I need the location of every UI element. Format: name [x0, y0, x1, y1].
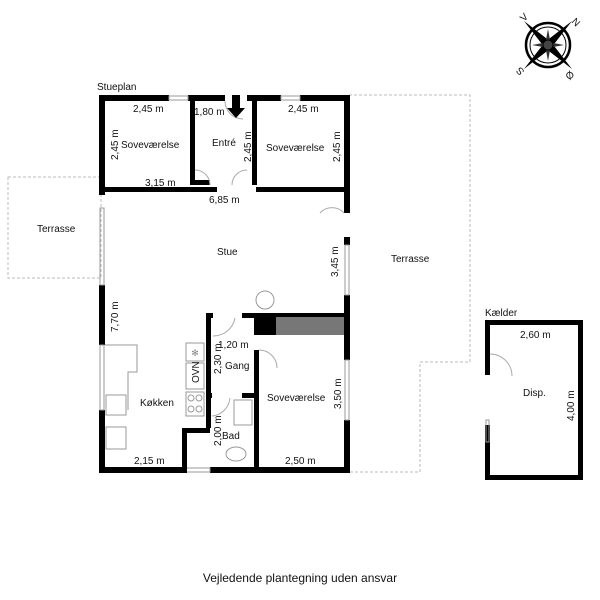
svg-text:6,85 m: 6,85 m — [209, 195, 240, 206]
room-kitchen: Køkken — [140, 398, 174, 409]
room-hall: Gang — [225, 361, 249, 372]
svg-text:2,45 m: 2,45 m — [133, 104, 164, 115]
svg-text:3,15 m: 3,15 m — [145, 178, 176, 189]
svg-text:7,70 m: 7,70 m — [110, 301, 121, 332]
fireplace-wall — [276, 317, 344, 335]
toilet-icon — [225, 446, 247, 462]
room-bedroom-nw: Soveværelse — [121, 140, 180, 151]
outer-walls — [99, 95, 350, 473]
room-terrace-w: Terrasse — [37, 224, 76, 235]
stove-icon — [185, 391, 205, 417]
svg-text:2,60 m: 2,60 m — [520, 330, 551, 341]
freezer-icon — [185, 342, 205, 362]
basement — [485, 320, 583, 480]
svg-text:1,20 m: 1,20 m — [218, 340, 249, 351]
svg-text:4,00 m: 4,00 m — [566, 390, 577, 421]
svg-text:✻: ✻ — [191, 348, 199, 358]
room-bedroom-ne: Soveværelse — [266, 143, 325, 154]
svg-text:2,15 m: 2,15 m — [134, 456, 165, 467]
entrance-arrow-icon — [227, 95, 245, 118]
caption: Vejledende plantegning uden ansvar — [202, 571, 398, 585]
svg-text:2,45 m: 2,45 m — [288, 104, 319, 115]
svg-text:2,50 m: 2,50 m — [285, 456, 316, 467]
svg-text:2,45 m: 2,45 m — [110, 129, 121, 160]
basement-label: Kælder — [485, 308, 518, 319]
doors — [194, 100, 345, 417]
svg-text:3,45 m: 3,45 m — [330, 246, 341, 277]
svg-text:2,00 m: 2,00 m — [213, 415, 224, 446]
room-bath: Bad — [222, 431, 240, 442]
svg-text:1,80 m: 1,80 m — [194, 107, 225, 118]
room-entry: Entré — [212, 138, 236, 149]
terrace-west — [7, 176, 102, 279]
compass-rose-icon — [524, 21, 572, 69]
svg-text:2,45 m: 2,45 m — [243, 131, 254, 162]
svg-text:S: S — [514, 64, 527, 77]
terrace-east — [349, 94, 471, 473]
svg-text:Ø: Ø — [562, 68, 575, 81]
kitchen-fixtures — [105, 290, 275, 462]
sink-icon — [233, 399, 253, 426]
room-terrace-e: Terrasse — [391, 254, 430, 265]
svg-text:V: V — [518, 11, 531, 24]
interior-walls — [105, 95, 344, 473]
oven-icon: OVN — [191, 361, 202, 383]
room-bedroom-s: Soveværelse — [267, 393, 326, 404]
room-storage: Disp. — [523, 388, 546, 399]
stove-round-icon — [255, 290, 275, 310]
svg-text:N: N — [569, 16, 582, 29]
svg-text:2,30 m: 2,30 m — [213, 343, 224, 374]
svg-text:3,50 m: 3,50 m — [333, 378, 344, 409]
room-living: Stue — [217, 247, 238, 258]
svg-text:2,45 m: 2,45 m — [332, 131, 343, 162]
floor-label: Stueplan — [97, 82, 136, 93]
